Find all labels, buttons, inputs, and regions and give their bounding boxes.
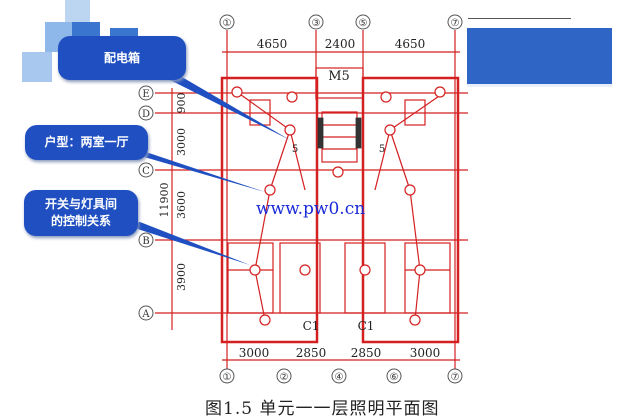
dimension: 3900 bbox=[175, 263, 188, 291]
axis-label: ① bbox=[223, 372, 232, 383]
dimension: 2850 bbox=[296, 346, 327, 360]
axis-label: ④ bbox=[335, 372, 344, 383]
callout-text: 户型：两室一厅 bbox=[44, 135, 129, 149]
dimension: 3000 bbox=[175, 128, 188, 156]
dimension: 2400 bbox=[325, 37, 356, 51]
stair-label: 5 bbox=[379, 144, 385, 155]
axis-label: ③ bbox=[312, 18, 321, 29]
callout-text: 配电箱 bbox=[103, 50, 140, 65]
divider bbox=[468, 18, 571, 19]
decor-square bbox=[22, 52, 52, 82]
axis-label: C bbox=[142, 166, 150, 177]
axis-label: ⑤ bbox=[359, 18, 368, 29]
figure-caption: 图1.5 单元一一层照明平面图 bbox=[205, 399, 440, 419]
callout-text: 开关与灯具间的控制关系 bbox=[44, 197, 117, 228]
door-label: M5 bbox=[328, 69, 350, 84]
axis-label: D bbox=[142, 109, 150, 120]
callout-distribution-box: 配电箱 bbox=[58, 36, 186, 80]
axis-label: ⑥ bbox=[390, 372, 399, 383]
total-dimension: 11900 bbox=[158, 183, 171, 218]
dimension: 900 bbox=[175, 93, 188, 114]
axis-label: ⑦ bbox=[451, 18, 460, 29]
callout-unit-type: 户型：两室一厅 bbox=[25, 125, 148, 160]
dimension: 3600 bbox=[175, 191, 188, 219]
title-block bbox=[467, 28, 612, 87]
window-label: C1 bbox=[303, 319, 320, 333]
callout-pointer bbox=[150, 70, 290, 140]
watermark: www.pw0.cn bbox=[256, 199, 366, 219]
callout-switch-relation: 开关与灯具间的控制关系 bbox=[24, 190, 138, 236]
axis-label: ② bbox=[280, 372, 289, 383]
dimension: 2850 bbox=[351, 346, 382, 360]
dimension: 3000 bbox=[239, 346, 270, 360]
dimension: 4650 bbox=[395, 37, 426, 51]
window-label: C1 bbox=[358, 319, 375, 333]
axis-label: ⑦ bbox=[451, 372, 460, 383]
axis-label: A bbox=[141, 309, 150, 320]
axis-label: B bbox=[142, 236, 149, 247]
axis-label: E bbox=[142, 89, 149, 100]
dimension: 3000 bbox=[410, 346, 441, 360]
decor-square bbox=[65, 0, 90, 25]
stair-label: 5 bbox=[292, 144, 298, 155]
callout-pointer bbox=[120, 150, 265, 192]
dimension: 4650 bbox=[257, 37, 288, 51]
axis-label: ① bbox=[223, 18, 232, 29]
callout-pointer bbox=[125, 222, 250, 265]
